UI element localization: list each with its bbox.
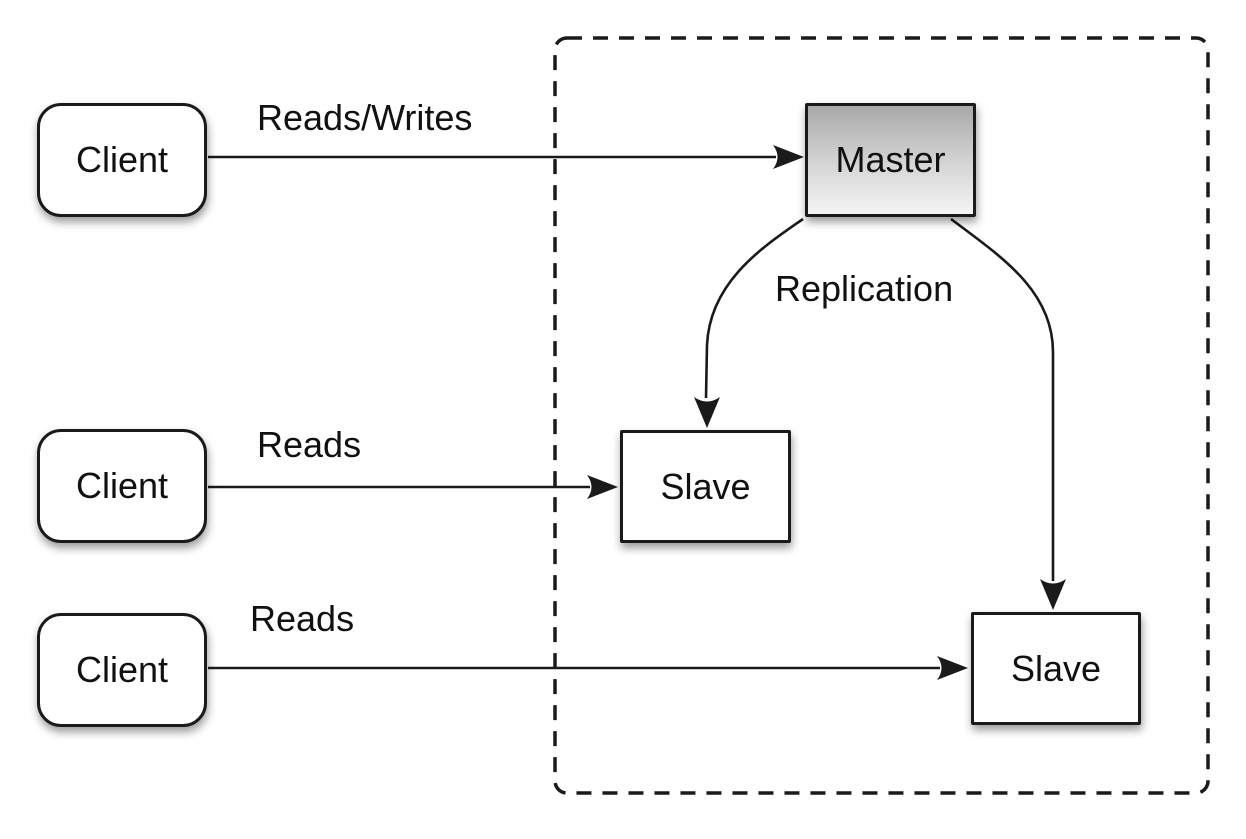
edge-master-slave1-curve xyxy=(704,217,804,399)
edge-master-slave1-arrowhead xyxy=(694,397,720,428)
node-client-3: Client xyxy=(37,613,207,727)
edge-label-reads-slave2: Reads xyxy=(250,598,355,639)
edge-label-reads-slave1: Reads xyxy=(257,424,362,465)
node-master-label: Master xyxy=(835,139,946,180)
node-client-1-label: Client xyxy=(75,139,169,180)
edge-client2-slave1-arrowhead xyxy=(587,475,618,499)
node-master: Master xyxy=(805,103,976,217)
node-client-1: Client xyxy=(37,103,207,217)
edge-master-slave2-curve xyxy=(950,217,1055,581)
edge-label-reads-writes: Reads/Writes xyxy=(257,97,473,138)
node-slave-2-label: Slave xyxy=(1010,647,1102,689)
node-slave-2: Slave xyxy=(971,612,1141,725)
cluster-boundary-dashed-box xyxy=(553,36,1210,795)
node-client-2-label: Client xyxy=(75,465,169,506)
edge-client1-master-arrowhead xyxy=(773,145,804,169)
node-slave-1: Slave xyxy=(620,430,791,543)
node-client-3-label: Client xyxy=(75,649,169,690)
edge-label-replication: Replication xyxy=(775,268,954,309)
node-client-2: Client xyxy=(37,429,207,543)
edge-client3-slave2-arrowhead xyxy=(937,656,968,680)
edge-master-slave2-arrowhead xyxy=(1040,579,1066,610)
node-slave-1-label: Slave xyxy=(660,465,751,507)
